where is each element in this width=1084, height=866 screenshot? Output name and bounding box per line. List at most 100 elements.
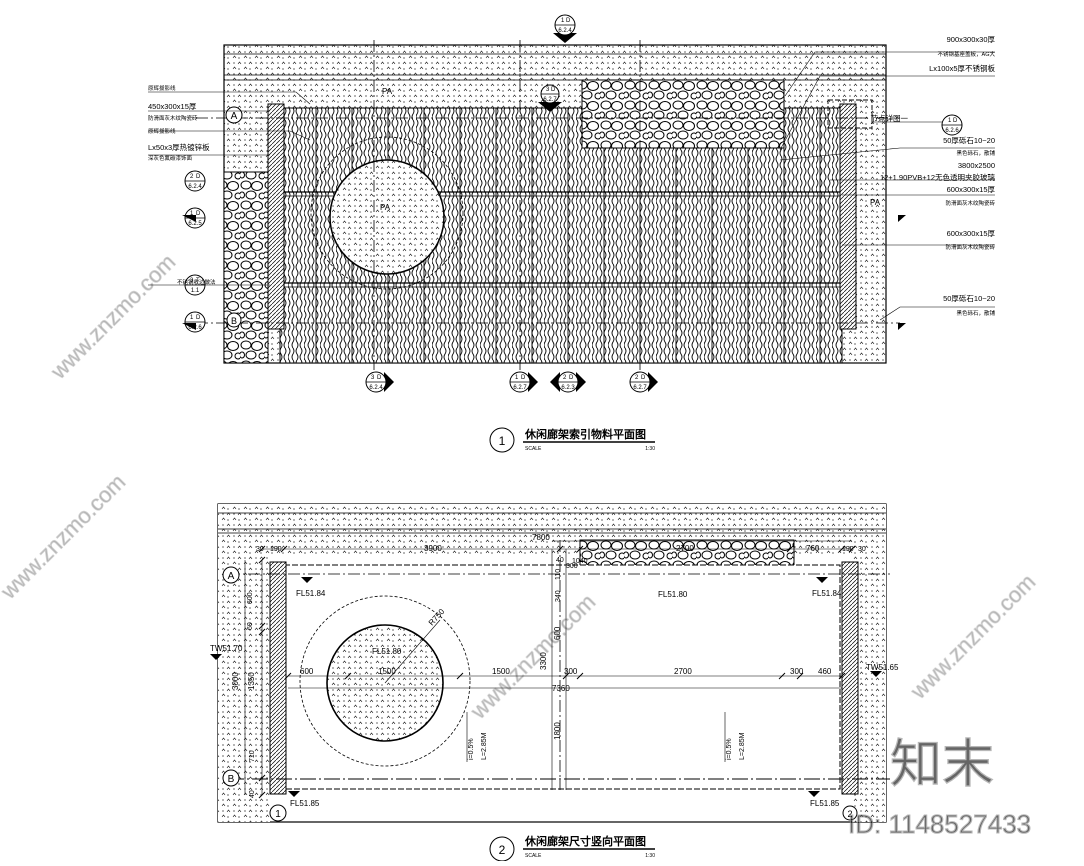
svg-text:B: B xyxy=(231,316,237,326)
dim-label: 110 xyxy=(555,569,562,580)
svg-text:D: D xyxy=(377,375,382,381)
material-note: Lx100x5厚不锈钢板 xyxy=(929,63,995,73)
svg-text:D: D xyxy=(196,211,201,217)
plan2-axis-b: B xyxy=(222,769,240,787)
plan2-scale-label: SCALE xyxy=(525,853,542,859)
plan2-axis-2: 2 xyxy=(842,805,858,821)
dim-label: 710 xyxy=(249,750,256,762)
material-note: 节点详图一 xyxy=(871,113,909,123)
plan2-dimension-lines xyxy=(244,540,852,795)
dim-label: 460 xyxy=(818,667,832,676)
level-label: FL51.85 xyxy=(290,799,320,808)
plan-2: R750 A B 1 xyxy=(210,503,899,862)
watermark-id: ID: 1148527433 xyxy=(848,809,1031,839)
svg-text:6.2.7: 6.2.7 xyxy=(543,97,557,103)
plan1-right-leaders xyxy=(779,51,995,321)
material-note: 12+1.90PVB+12无色透明夹胶玻璃 xyxy=(880,172,996,182)
dim-label: 1800 xyxy=(553,722,562,740)
svg-text:6.2.6: 6.2.6 xyxy=(945,128,959,134)
dim-label: 600 xyxy=(553,626,562,640)
dim-label: 1040 xyxy=(572,558,588,565)
material-note: 深灰色氟碳漆饰面 xyxy=(148,154,193,162)
svg-text:3: 3 xyxy=(190,278,194,284)
svg-text:1: 1 xyxy=(515,375,519,381)
plan1-axis-b: B xyxy=(226,312,242,328)
level-label: TW51.70 xyxy=(210,644,243,653)
plan1-left-leaders xyxy=(148,91,311,286)
plan1-pebble-bed xyxy=(581,79,785,149)
material-note: 50厚砾石10~20 xyxy=(943,293,995,303)
svg-text:6.2.5: 6.2.5 xyxy=(188,221,202,227)
material-note: 原辉拔影线 xyxy=(148,127,176,135)
plan1-circle-outer xyxy=(310,136,464,290)
level-label: FL51.84 xyxy=(296,589,326,598)
plan1-title: 休闲廊架索引物料平面图 xyxy=(524,427,646,441)
svg-text:A: A xyxy=(231,111,238,122)
dim-label: 190 xyxy=(270,546,282,553)
svg-text:6.2.7: 6.2.7 xyxy=(513,385,527,391)
material-note: 防滑面灰木纹陶瓷砖 xyxy=(148,114,198,122)
watermark-site: www.znzmo.com xyxy=(0,469,130,604)
dim-label: 40 xyxy=(249,790,256,798)
pa-label: PA xyxy=(380,203,391,212)
pa-label: PA xyxy=(870,198,881,207)
plan1-scale-value: 1:30 xyxy=(645,446,655,452)
svg-text:T: T xyxy=(196,278,200,284)
material-note: 3800x2500 xyxy=(958,161,995,170)
plan1-number: 1 xyxy=(499,434,506,448)
watermark-site: www.znzmo.com xyxy=(905,569,1040,704)
svg-text:2: 2 xyxy=(190,174,194,180)
plan2-column-right xyxy=(841,561,859,795)
svg-text:2: 2 xyxy=(563,375,567,381)
plan2-number: 2 xyxy=(499,843,506,857)
plan2-column-left xyxy=(269,561,287,795)
dim-label: 3000 xyxy=(231,672,240,690)
level-label: FL51.80 xyxy=(658,590,688,599)
dim-label: 1500 xyxy=(378,667,396,676)
svg-text:6.2.7: 6.2.7 xyxy=(633,385,647,391)
dim-label: 7800 xyxy=(532,533,550,542)
material-note: 不锈钢基座盖板，AG大 xyxy=(938,50,996,58)
plan2-title: 休闲廊架尺寸竖向平面图 xyxy=(524,834,646,848)
svg-text:6.2.4: 6.2.4 xyxy=(188,184,202,190)
pa-label: PA xyxy=(382,87,393,96)
dim-label: 300 xyxy=(566,563,578,570)
plan1-axis-a: A xyxy=(225,106,243,124)
dim-label: 1500 xyxy=(492,667,510,676)
plan-1: PA PA PA A B 1 D 6.2.4 3 D 6.2.7 xyxy=(148,14,996,453)
svg-text:1.1: 1.1 xyxy=(191,288,200,294)
plan1-mid-index: 3 D 6.2.7 xyxy=(538,84,562,112)
svg-text:6.2.4: 6.2.4 xyxy=(369,385,383,391)
dim-label: 600 xyxy=(300,667,314,676)
material-note: 450x300x15厚 xyxy=(148,102,197,111)
dim-label: 300 xyxy=(564,667,578,676)
plan1-title-block: 1 休闲廊架索引物料平面图 SCALE 1:30 xyxy=(489,427,655,453)
dim-label: 760 xyxy=(806,544,820,553)
material-note: 黑色砾石，散铺 xyxy=(956,149,995,157)
plan1-column-right xyxy=(839,103,857,330)
svg-text:1: 1 xyxy=(948,118,952,124)
dim-label: 30 xyxy=(858,546,866,553)
plan2-axis-a: A xyxy=(222,566,240,584)
plan1-left-pebble-strip xyxy=(223,171,269,364)
plan2-scale-value: 1:30 xyxy=(645,853,655,859)
dim-label: 3300 xyxy=(539,652,548,670)
dim-label: 3900 xyxy=(424,544,442,553)
svg-text:D: D xyxy=(953,118,958,124)
material-note: 防滑面灰木纹陶瓷砖 xyxy=(945,199,995,207)
level-label: FL51.80 xyxy=(372,647,402,656)
material-note: 防滑面灰木纹陶瓷砖 xyxy=(945,243,995,251)
svg-text:D: D xyxy=(196,174,201,180)
material-note: 600x300x15厚 xyxy=(947,229,996,238)
svg-text:D: D xyxy=(566,18,571,24)
dim-label: 600 xyxy=(247,592,254,604)
svg-text:D: D xyxy=(641,375,646,381)
dim-label: 40 xyxy=(556,557,564,564)
plan1-column-left xyxy=(267,103,285,330)
